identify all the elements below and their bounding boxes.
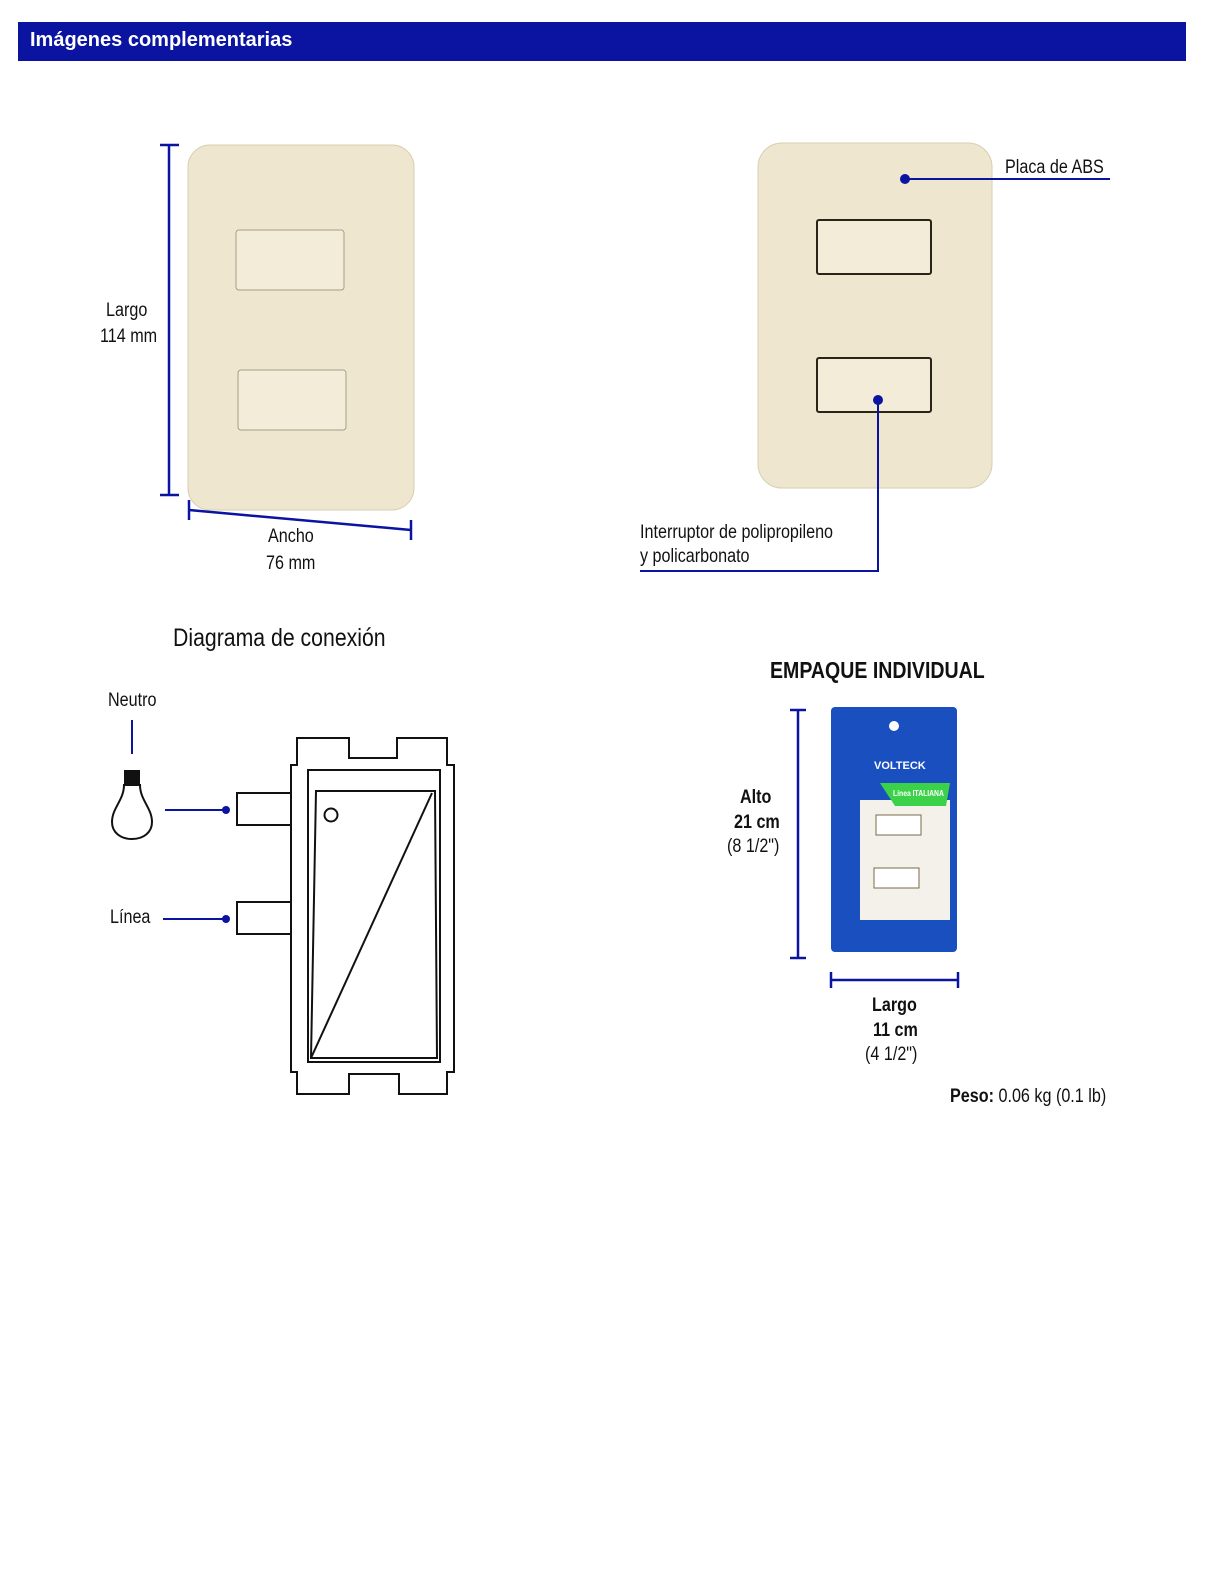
package-largo-label: Largo bbox=[872, 995, 917, 1016]
package-largo-in: (4 1/2") bbox=[865, 1044, 918, 1065]
switch-plate-front-image bbox=[187, 144, 415, 511]
package-title: EMPAQUE INDIVIDUAL bbox=[770, 657, 985, 683]
brand-logo: VOLTECK bbox=[874, 760, 926, 772]
alto-label: Alto bbox=[740, 787, 772, 808]
plate-material-callout: Placa de ABS bbox=[1005, 157, 1104, 178]
connection-diagram bbox=[110, 737, 455, 1095]
weight-value: 0.06 kg (0.1 lb) bbox=[998, 1086, 1107, 1107]
diagram-title: Diagrama de conexión bbox=[173, 624, 386, 652]
weight: Peso: 0.06 kg (0.1 lb) bbox=[950, 1084, 1106, 1110]
light-bulb-icon bbox=[110, 784, 154, 841]
neutral-label: Neutro bbox=[108, 690, 157, 711]
package-line-name: Línea ITALIANA bbox=[893, 789, 944, 798]
wire-lines bbox=[131, 720, 226, 920]
package-image: VOLTECK bbox=[831, 707, 957, 952]
switch-material-callout-1: Interruptor de polipropileno bbox=[640, 522, 834, 543]
dimension-lines bbox=[160, 143, 413, 540]
package-largo-cm: 11 cm bbox=[873, 1020, 918, 1041]
section-header: Imágenes complementarias bbox=[18, 22, 1186, 61]
package-dimension-lines bbox=[790, 708, 960, 988]
weight-label: Peso: bbox=[950, 1086, 994, 1107]
alto-cm: 21 cm bbox=[734, 812, 780, 833]
alto-in: (8 1/2") bbox=[727, 836, 780, 857]
largo-value: 114 mm bbox=[100, 326, 158, 347]
ancho-value: 76 mm bbox=[266, 553, 316, 574]
line-label: Línea bbox=[110, 907, 151, 928]
switch-material-callout-2: y policarbonato bbox=[640, 546, 750, 567]
largo-label: Largo bbox=[106, 300, 148, 321]
ancho-label: Ancho bbox=[268, 526, 314, 547]
callout-lines bbox=[640, 178, 1110, 572]
switch-plate-labeled-image bbox=[757, 142, 993, 489]
